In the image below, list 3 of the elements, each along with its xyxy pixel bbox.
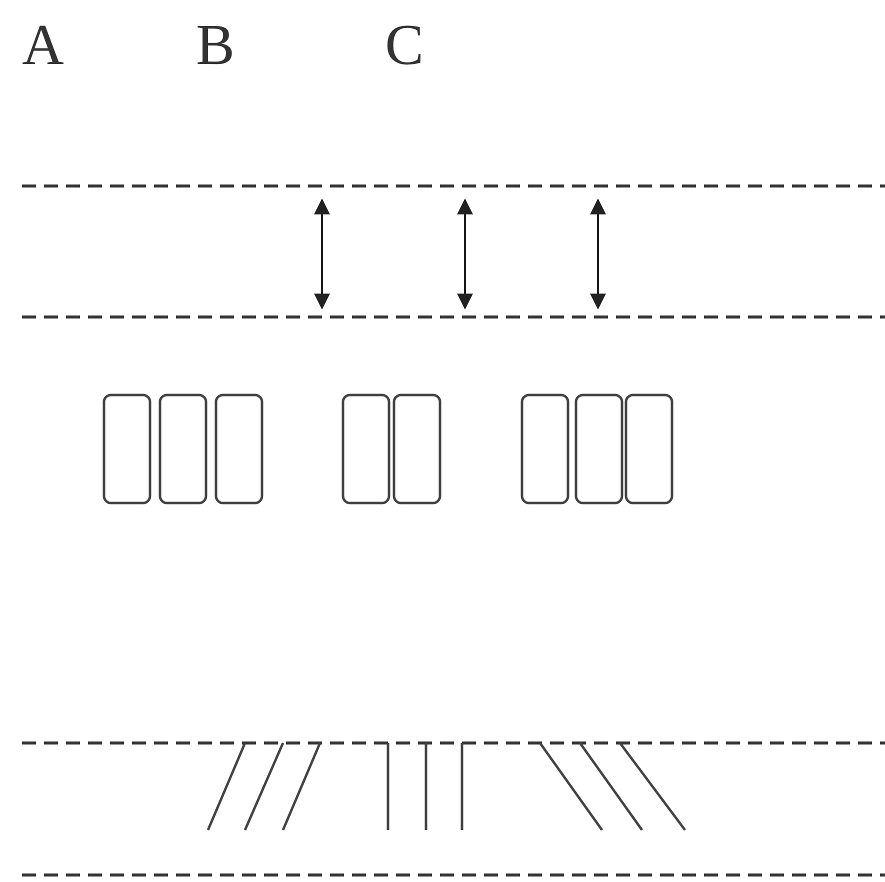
- panel-letter: C: [385, 14, 424, 76]
- panel-letter: A: [22, 14, 64, 76]
- panel-letter: B: [196, 14, 235, 76]
